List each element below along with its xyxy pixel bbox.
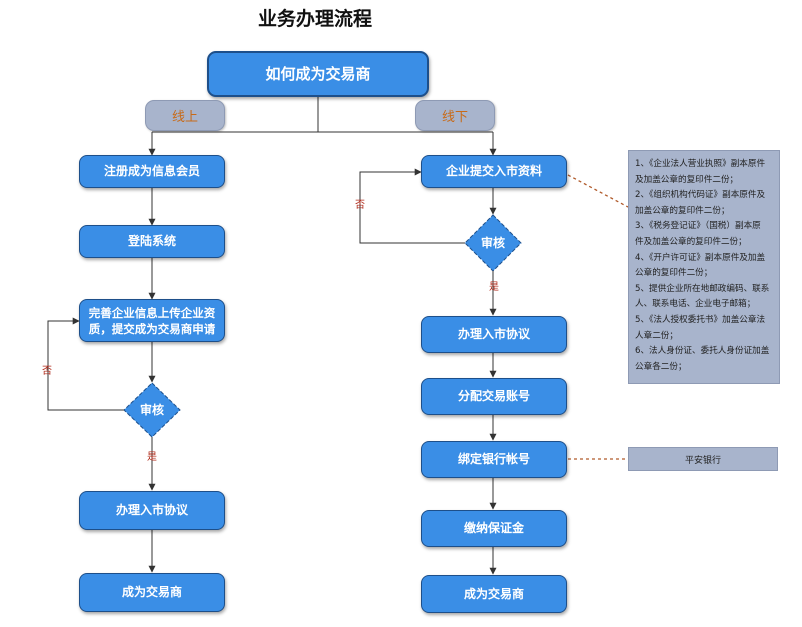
materials-note-line: 4、《开户许可证》副本原件及加盖 [635, 252, 766, 263]
node-online-login[interactable]: 登陆系统 [79, 225, 225, 258]
materials-note-line: 5、《法人授权委托书》加盖公章法 [635, 314, 766, 325]
node-online-register[interactable]: 注册成为信息会员 [79, 155, 225, 188]
node-offline-agreement[interactable]: 办理入市协议 [421, 316, 567, 353]
node-online-become-trader[interactable]: 成为交易商 [79, 573, 225, 612]
offline-review-label: 审核 [480, 236, 505, 250]
materials-note-line: 5、提供企业所在地邮政编码、联系 [635, 283, 770, 294]
materials-note-line: 2、《组织机构代码证》副本原件及 [635, 190, 766, 201]
materials-note-line: 及加盖公章的复印件二份； [635, 174, 739, 185]
materials-note-line: 6、法人身份证、委托人身份证加盖 [635, 346, 770, 357]
tab-online[interactable]: 线上 [145, 100, 225, 131]
materials-note-line: 件及加盖公章的复印件二份； [635, 236, 747, 247]
connector-offline-reject-loop [359, 168, 465, 244]
node-offline-assign-account[interactable]: 分配交易账号 [421, 378, 567, 415]
materials-note-line: 公章的复印件二份； [635, 268, 713, 279]
node-online-complete-info[interactable]: 完善企业信息上传企业资质，提交成为交易商申请 [79, 299, 225, 342]
node-offline-bind-bank[interactable]: 绑定银行帐号 [421, 441, 567, 478]
materials-note-line: 加盖公章的复印件二份； [635, 205, 730, 216]
online-reject-label: 否 [42, 366, 52, 377]
online-review-diamond [123, 382, 181, 438]
materials-note-line: 人章二份； [635, 330, 678, 341]
online-approve-label: 是 [147, 452, 157, 463]
materials-note: 1、《企业法人营业执照》副本原件 及加盖公章的复印件二份； 2、《组织机构代码证… [628, 150, 780, 384]
materials-note-line: 3、《税务登记证》（国税）副本原 [635, 221, 761, 232]
materials-note-line: 公章各二份； [635, 361, 687, 372]
bank-note: 平安银行 [628, 447, 778, 471]
materials-note-line: 人、联系电话、企业电子邮箱； [635, 299, 756, 310]
page-title: 业务办理流程 [257, 8, 372, 30]
node-how-to-become-trader[interactable]: 如何成为交易商 [207, 51, 429, 97]
dotted-link-materials [567, 174, 629, 208]
connector-online-reject-loop [47, 317, 124, 411]
offline-reject-label: 否 [355, 200, 365, 211]
node-online-agreement[interactable]: 办理入市协议 [79, 491, 225, 530]
node-offline-submit[interactable]: 企业提交入市资料 [421, 155, 567, 188]
node-offline-become-trader[interactable]: 成为交易商 [421, 575, 567, 613]
online-review-label: 审核 [139, 403, 164, 417]
materials-note-line: 1、《企业法人营业执照》副本原件 [635, 159, 766, 169]
offline-approve-label: 是 [489, 282, 499, 293]
node-offline-deposit[interactable]: 缴纳保证金 [421, 510, 567, 547]
tab-offline[interactable]: 线下 [415, 100, 495, 131]
